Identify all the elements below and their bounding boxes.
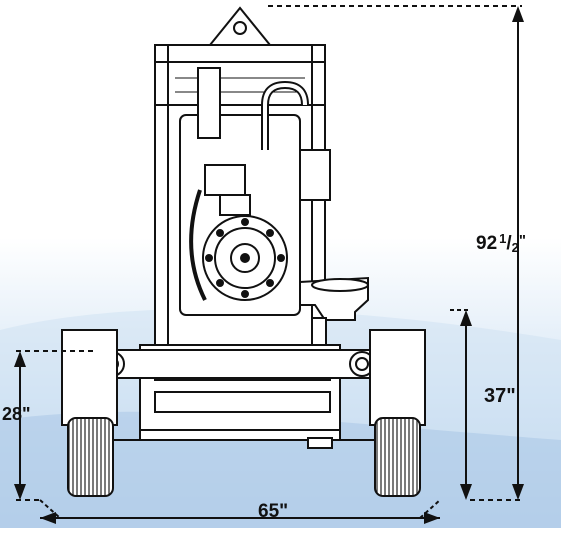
overall-height-whole: 92 [476,233,498,254]
axle [94,349,381,379]
fender-right [369,329,426,426]
dimension-arrowheads [14,6,524,524]
axle-height-label: 28" [2,404,31,424]
discharge-height-label: 37" [484,385,516,407]
tire-right [374,417,421,497]
dimension-lines [16,5,522,519]
overall-height-unit: " [518,232,527,249]
fender-left [61,329,118,426]
jack-stand [307,437,333,449]
overall-height-numerator: 1 [499,231,507,246]
overall-height-denominator: 2 [511,240,519,255]
tire-left [67,417,114,497]
hose [189,189,207,301]
overall-width-label: 65" [258,501,289,522]
